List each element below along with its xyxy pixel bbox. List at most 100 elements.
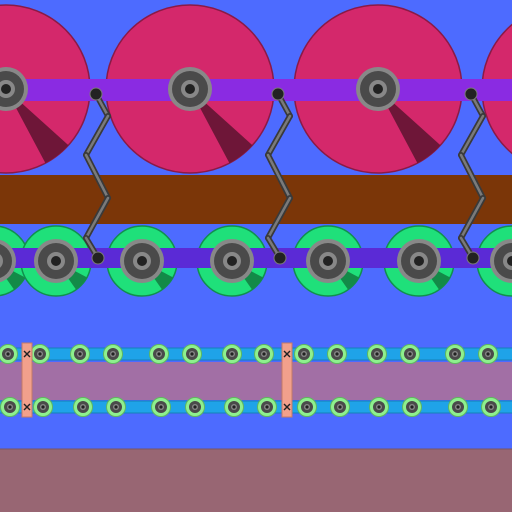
roller-icon — [400, 344, 420, 364]
roller-icon — [106, 397, 126, 417]
hinge-joint-icon — [273, 251, 287, 265]
roller-center — [114, 405, 118, 409]
hinge-joint-icon — [466, 251, 480, 265]
roller-center — [8, 405, 12, 409]
hub-center — [373, 84, 383, 94]
large-wheel-hubs — [0, 67, 400, 111]
roller-icon — [0, 344, 18, 364]
roller-icon — [369, 397, 389, 417]
roller-center — [377, 405, 381, 409]
small-wheel-hub — [306, 239, 350, 283]
roller-center — [338, 405, 342, 409]
roller-icon — [402, 397, 422, 417]
roller-icon — [257, 397, 277, 417]
linkages — [83, 87, 486, 265]
hinge-joint-icon — [89, 87, 103, 101]
small-wheel-hub — [490, 239, 512, 283]
roller-icon — [224, 397, 244, 417]
connector-bar — [281, 342, 293, 418]
roller-center — [453, 352, 457, 356]
linkage-arm-highlight — [266, 196, 292, 240]
roller-center — [305, 405, 309, 409]
cross-marker-icon — [23, 350, 31, 358]
roller-center — [408, 352, 412, 356]
roller-icon — [151, 397, 171, 417]
roller-center — [265, 405, 269, 409]
small-wheel-hub — [210, 239, 254, 283]
roller-center — [78, 352, 82, 356]
zigzag-linkage — [458, 87, 486, 265]
roller-center — [410, 405, 414, 409]
roller-icon — [367, 344, 387, 364]
roller-center — [41, 405, 45, 409]
linkage-arm-highlight — [84, 153, 110, 200]
dirt-band — [0, 175, 512, 224]
roller-icon — [327, 344, 347, 364]
linkage-arm-highlight — [84, 114, 110, 157]
roller-center — [193, 405, 197, 409]
large-wheel-hub — [356, 67, 400, 111]
cross-stroke — [283, 350, 291, 358]
roller-icon — [330, 397, 350, 417]
cross-marker-icon — [283, 403, 291, 411]
cross-stroke — [283, 403, 291, 411]
roller-icon — [297, 397, 317, 417]
roller-icon — [70, 344, 90, 364]
hub-center — [414, 256, 424, 266]
large-wheel-wedge — [6, 89, 69, 164]
roller-center — [190, 352, 194, 356]
hinge-joint-icon — [464, 87, 478, 101]
roller-icon — [294, 344, 314, 364]
roller-center — [262, 352, 266, 356]
roller-center — [456, 405, 460, 409]
roller-center — [230, 352, 234, 356]
hub-ring — [0, 254, 3, 268]
conveyor-band — [0, 362, 512, 400]
ground — [0, 449, 512, 512]
roller-icon — [222, 344, 242, 364]
hub-center — [1, 84, 11, 94]
roller-icon — [185, 397, 205, 417]
linkage-arm-highlight — [266, 114, 292, 157]
roller-icon — [149, 344, 169, 364]
linkage-arm-highlight — [266, 153, 292, 200]
cross-stroke — [23, 350, 31, 358]
cross-marker-icon — [283, 350, 291, 358]
roller-center — [232, 405, 236, 409]
hinge-joint-icon — [271, 87, 285, 101]
hub-center — [227, 256, 237, 266]
zigzag-linkage — [265, 87, 293, 265]
small-wheel-hub — [120, 239, 164, 283]
small-wheel-hubs — [0, 239, 512, 283]
vertical-connector — [281, 342, 293, 418]
large-wheel-wedge — [190, 89, 253, 164]
small-wheel-hub — [34, 239, 78, 283]
connectors — [21, 342, 293, 418]
roller-center — [159, 405, 163, 409]
linkage-arm-highlight — [459, 114, 485, 157]
small-wheel-hub — [397, 239, 441, 283]
large-wheel-hub — [168, 67, 212, 111]
roller-icon — [481, 397, 501, 417]
roller-icon — [73, 397, 93, 417]
roller-center — [302, 352, 306, 356]
roller-center — [489, 405, 493, 409]
connector-bar — [21, 342, 33, 418]
cross-marker-icon — [23, 403, 31, 411]
hub-center — [507, 256, 512, 266]
roller-center — [6, 352, 10, 356]
hub-center — [51, 256, 61, 266]
linkage-arm-highlight — [459, 196, 485, 240]
top-axle-bar — [0, 79, 512, 101]
roller-icon — [254, 344, 274, 364]
conveyor-rows — [0, 344, 512, 417]
zigzag-linkage — [83, 87, 111, 265]
roller-icon — [445, 344, 465, 364]
linkage-arm-highlight — [459, 153, 485, 200]
linkage-arm-highlight — [84, 196, 110, 240]
roller-center — [486, 352, 490, 356]
roller-icon — [0, 397, 20, 417]
conveyor-row — [0, 344, 512, 364]
roller-center — [375, 352, 379, 356]
roller-center — [157, 352, 161, 356]
